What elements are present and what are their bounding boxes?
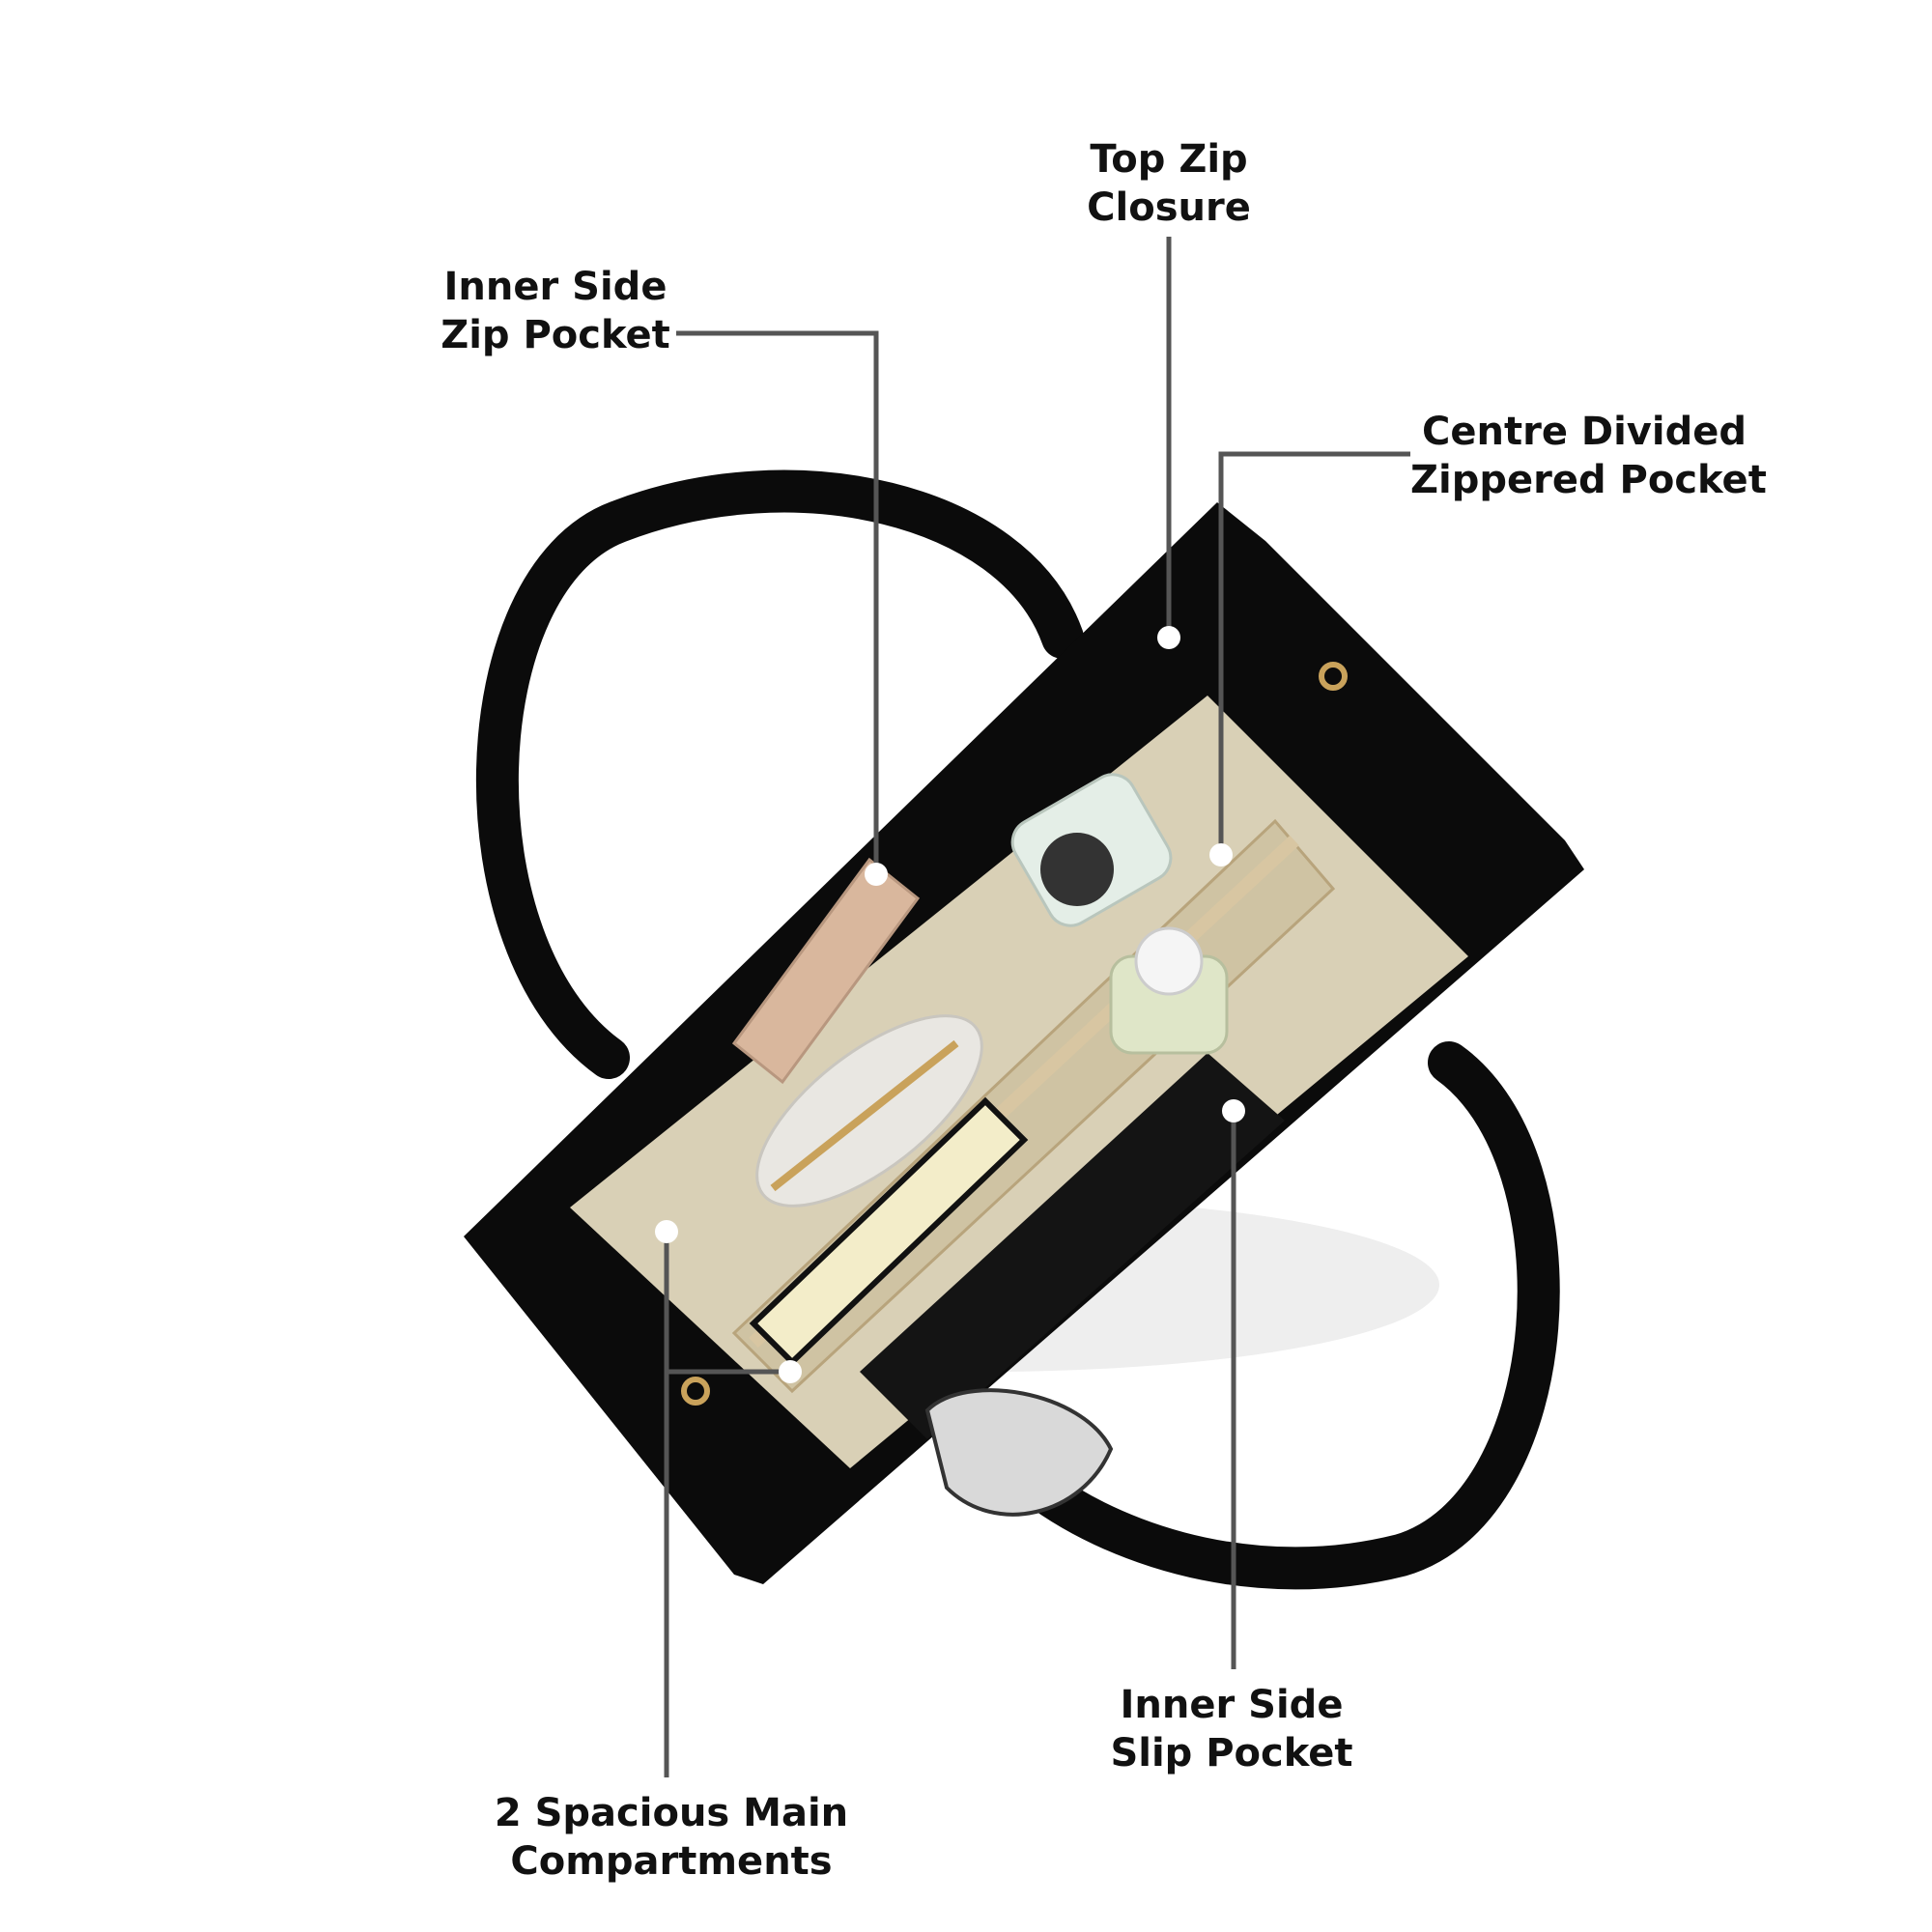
centre-divided-leader <box>1218 451 1410 855</box>
hardware-ring <box>681 1377 710 1406</box>
perfume-cap <box>1134 926 1204 996</box>
notebook <box>749 1096 1029 1367</box>
perfume-cap <box>1040 833 1114 906</box>
inner-side-slip-dot <box>1222 1099 1245 1122</box>
main-compartments-label: 2 Spacious Main Compartments <box>494 1791 849 1884</box>
main-compartment-dot-2 <box>779 1360 802 1383</box>
back-handle <box>476 469 1084 1079</box>
slip-pocket <box>860 1053 1285 1439</box>
inner-side-zip-leader <box>676 330 879 874</box>
centre-divided-dot <box>1209 843 1233 867</box>
centre-divided-label: Centre Divided Zippered Pocket <box>1410 410 1767 502</box>
main-compartments-leader <box>664 1232 790 1777</box>
top-zip-label: Top Zip Closure <box>1087 137 1251 230</box>
inner-side-slip-label: Inner Side Slip Pocket <box>1110 1683 1353 1776</box>
top-zip-dot <box>1157 626 1180 649</box>
pouch-zipper <box>770 1039 959 1192</box>
scarf <box>924 1388 1114 1517</box>
phone <box>731 857 921 1085</box>
inner-side-zip-label: Inner Side Zip Pocket <box>440 265 670 357</box>
front-handle <box>954 1041 1560 1590</box>
hardware-ring <box>1319 662 1348 691</box>
inner-side-zip-dot <box>865 863 888 886</box>
main-compartment-dot-1 <box>655 1220 678 1243</box>
